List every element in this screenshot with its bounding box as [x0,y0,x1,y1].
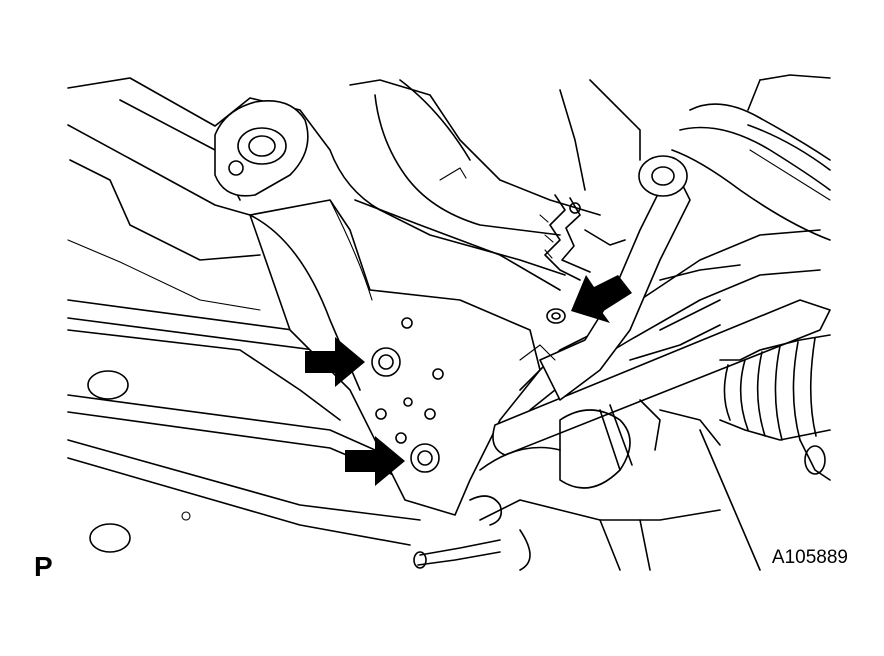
figure-id: A105889 [771,547,848,568]
hub-disc [671,74,831,241]
arrow-lower-bolt [345,436,405,486]
sensor-wire [539,194,626,281]
lower-components [413,344,831,571]
upper-mount-bracket [214,100,309,197]
callout-arrows [305,275,632,486]
arrow-nut [571,275,632,323]
drive-shaft-boot [659,264,831,441]
nut [546,308,566,324]
arrow-upper-bolt [305,337,365,387]
wheel-housing-panel [329,79,641,291]
center-bracket-plate [249,199,541,516]
view-label: P [34,551,53,582]
